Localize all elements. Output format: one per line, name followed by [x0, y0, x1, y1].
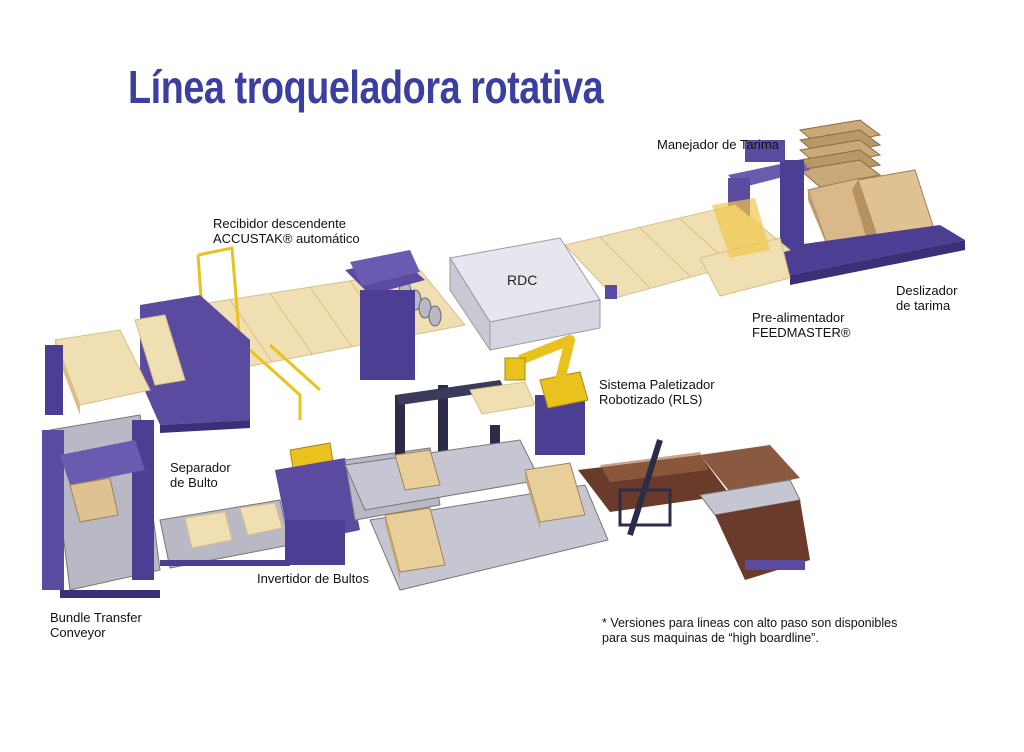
accustak-receiver	[45, 246, 466, 433]
label-bundle-transfer-line2: Conveyor	[50, 625, 106, 640]
label-palletizer: Sistema Paletizador Robotizado (RLS)	[599, 377, 715, 407]
footnote-line2: para sus maquinas de “high boardline”.	[602, 631, 819, 645]
label-pallet-slide-line1: Deslizador	[896, 283, 958, 298]
label-pallet-handler: Manejador de Tarima	[657, 137, 779, 152]
label-bundle-transfer: Bundle Transfer Conveyor	[50, 610, 142, 640]
label-bundle-inverter: Invertidor de Bultos	[257, 571, 370, 586]
pallet-handler	[728, 119, 965, 285]
page-title: Línea troqueladora rotativa	[128, 61, 604, 113]
label-bundle-separator-line2: de Bulto	[170, 475, 218, 490]
separator-conveyor	[159, 499, 291, 569]
label-bundle-separator: Separador de Bulto	[170, 460, 231, 490]
label-prefeeder-line1: Pre-alimentador	[752, 310, 845, 325]
label-palletizer-line2: Robotizado (RLS)	[599, 392, 703, 407]
bundle-transfer-conveyor	[42, 414, 161, 598]
label-bundle-transfer-line1: Bundle Transfer	[50, 610, 142, 625]
robotic-palletizer	[344, 335, 609, 591]
label-prefeeder-line2: FEEDMASTER®	[752, 325, 851, 340]
prefeeder-conveyor	[564, 198, 792, 299]
label-prefeeder: Pre-alimentador FEEDMASTER®	[752, 310, 850, 340]
label-receiver: Recibidor descendente ACCUSTAK® automáti…	[213, 216, 360, 246]
label-receiver-line2: ACCUSTAK® automático	[213, 231, 360, 246]
label-rdc: RDC	[507, 272, 538, 288]
footnote-line1: * Versiones para lineas con alto paso so…	[602, 616, 898, 630]
pallet-stacks	[384, 449, 586, 580]
output-conveyors	[578, 439, 810, 580]
pallet-stack	[798, 119, 882, 188]
label-pallet-slide: Deslizador de tarima	[896, 283, 957, 313]
rdc-machine	[449, 237, 601, 352]
label-bundle-separator-line1: Separador	[170, 460, 231, 475]
label-pallet-slide-line2: de tarima	[896, 298, 951, 313]
label-palletizer-line1: Sistema Paletizador	[599, 377, 715, 392]
label-receiver-line1: Recibidor descendente	[213, 216, 346, 231]
footnote: * Versiones para lineas con alto paso so…	[602, 616, 897, 646]
